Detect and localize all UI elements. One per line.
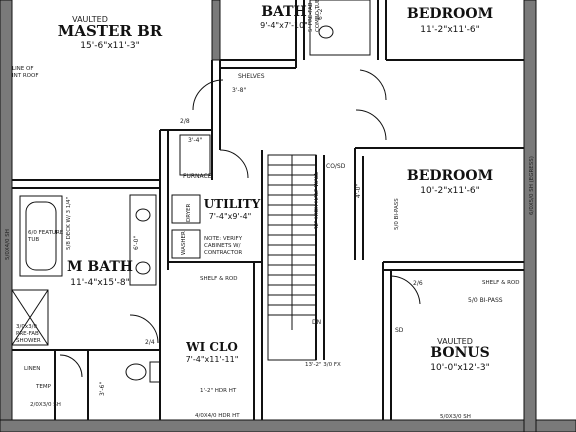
- note-shelf-rod: SHELF & ROD: [200, 276, 238, 282]
- note-fx: 13'-2" 3/0 FX: [305, 362, 341, 368]
- note-rail: 42" HIGH HALF WALL: [314, 171, 320, 230]
- note-washer: WASHER: [181, 231, 187, 255]
- utility-dims: 7'-4"x9'-4": [209, 212, 252, 221]
- note-dim-6-2: 6'-2": [317, 6, 324, 20]
- wi-clo-dims: 7'-4"x11'-11": [186, 355, 239, 364]
- note-linen: LINEN: [24, 366, 40, 372]
- note-closet-3-4: 3'-4": [188, 137, 202, 144]
- note-sd: SD: [395, 327, 404, 334]
- m-bath-name: M BATH: [67, 259, 133, 275]
- note-door-3-8: 3'-8": [232, 87, 246, 94]
- bonus-dims: 10'-0"x12'-3": [430, 363, 489, 373]
- note-bi-pass: 5/0 BI-PASS: [468, 297, 503, 304]
- note-bi-pass-2: 5/0 BI-PASS: [394, 198, 400, 230]
- note-prefab-tub: 5' PRE-FABCOMBO TUB: [308, 0, 321, 32]
- master-br-name: MASTER BR: [58, 22, 163, 40]
- note-shelves: SHELVES: [238, 73, 265, 80]
- note-door-2-4: 2/4: [145, 339, 155, 346]
- note-dim-3-6: 3'-6": [99, 382, 106, 396]
- bonus-vaulted: VAULTED: [437, 337, 473, 346]
- master-br-dims: 15'-6"x11'-3": [80, 41, 139, 51]
- bedroom-top-dims: 11'-2"x11'-6": [420, 25, 479, 35]
- note-window-2-0: 2/0X3/0 SH: [30, 402, 61, 408]
- wi-clo-name: WI CLO: [185, 340, 238, 354]
- utility-name: UTILITY: [204, 197, 261, 211]
- fixtures: [11, 0, 371, 383]
- note-co-sd: CO/SD: [326, 163, 346, 170]
- note-dim-4-0: 4'-0": [355, 184, 362, 198]
- note-hdr-ht-2: 1'-2" HDR HT: [200, 388, 237, 394]
- note-shelf-rod-2: SHELF & ROD: [482, 280, 520, 286]
- m-bath-dims: 11'-4"x15'-8": [70, 278, 129, 288]
- note-temp: TEMP: [35, 384, 52, 390]
- note-dn: DN: [312, 319, 321, 326]
- bath-dims: 9'-4"x7'-10": [260, 21, 308, 30]
- note-door-2-6: 2/6: [413, 280, 423, 287]
- note-window-side-2: 6/0X5/0 SH (EGRESS): [529, 156, 535, 215]
- staircase: [267, 154, 325, 361]
- note-window-5-0: 5/0X3/0 SH: [440, 414, 471, 420]
- bedroom-mid-name: BEDROOM: [407, 168, 493, 184]
- note-dryer: DRYER: [186, 203, 192, 222]
- master-br-vaulted: VAULTED: [72, 15, 108, 24]
- interior-walls: [12, 0, 524, 420]
- bedroom-top-name: BEDROOM: [407, 6, 493, 22]
- bedroom-mid-dims: 10'-2"x11'-6": [420, 186, 479, 196]
- bath-name: BATH: [261, 4, 307, 20]
- bonus-name: BONUS: [430, 345, 489, 361]
- note-hdr-ht: 4/0X4/0 HDR HT: [195, 413, 240, 419]
- note-dim-6-0: 6'-0": [133, 236, 140, 250]
- note-door-2-8: 2/8: [180, 118, 190, 125]
- note-window-side: 5/0X4/0 SH: [5, 229, 11, 260]
- door-swings: [59, 69, 421, 378]
- note-furnace: FURNACE: [183, 173, 212, 180]
- note-deck: 5/8 DECK W/ 3 1/4": [66, 197, 72, 250]
